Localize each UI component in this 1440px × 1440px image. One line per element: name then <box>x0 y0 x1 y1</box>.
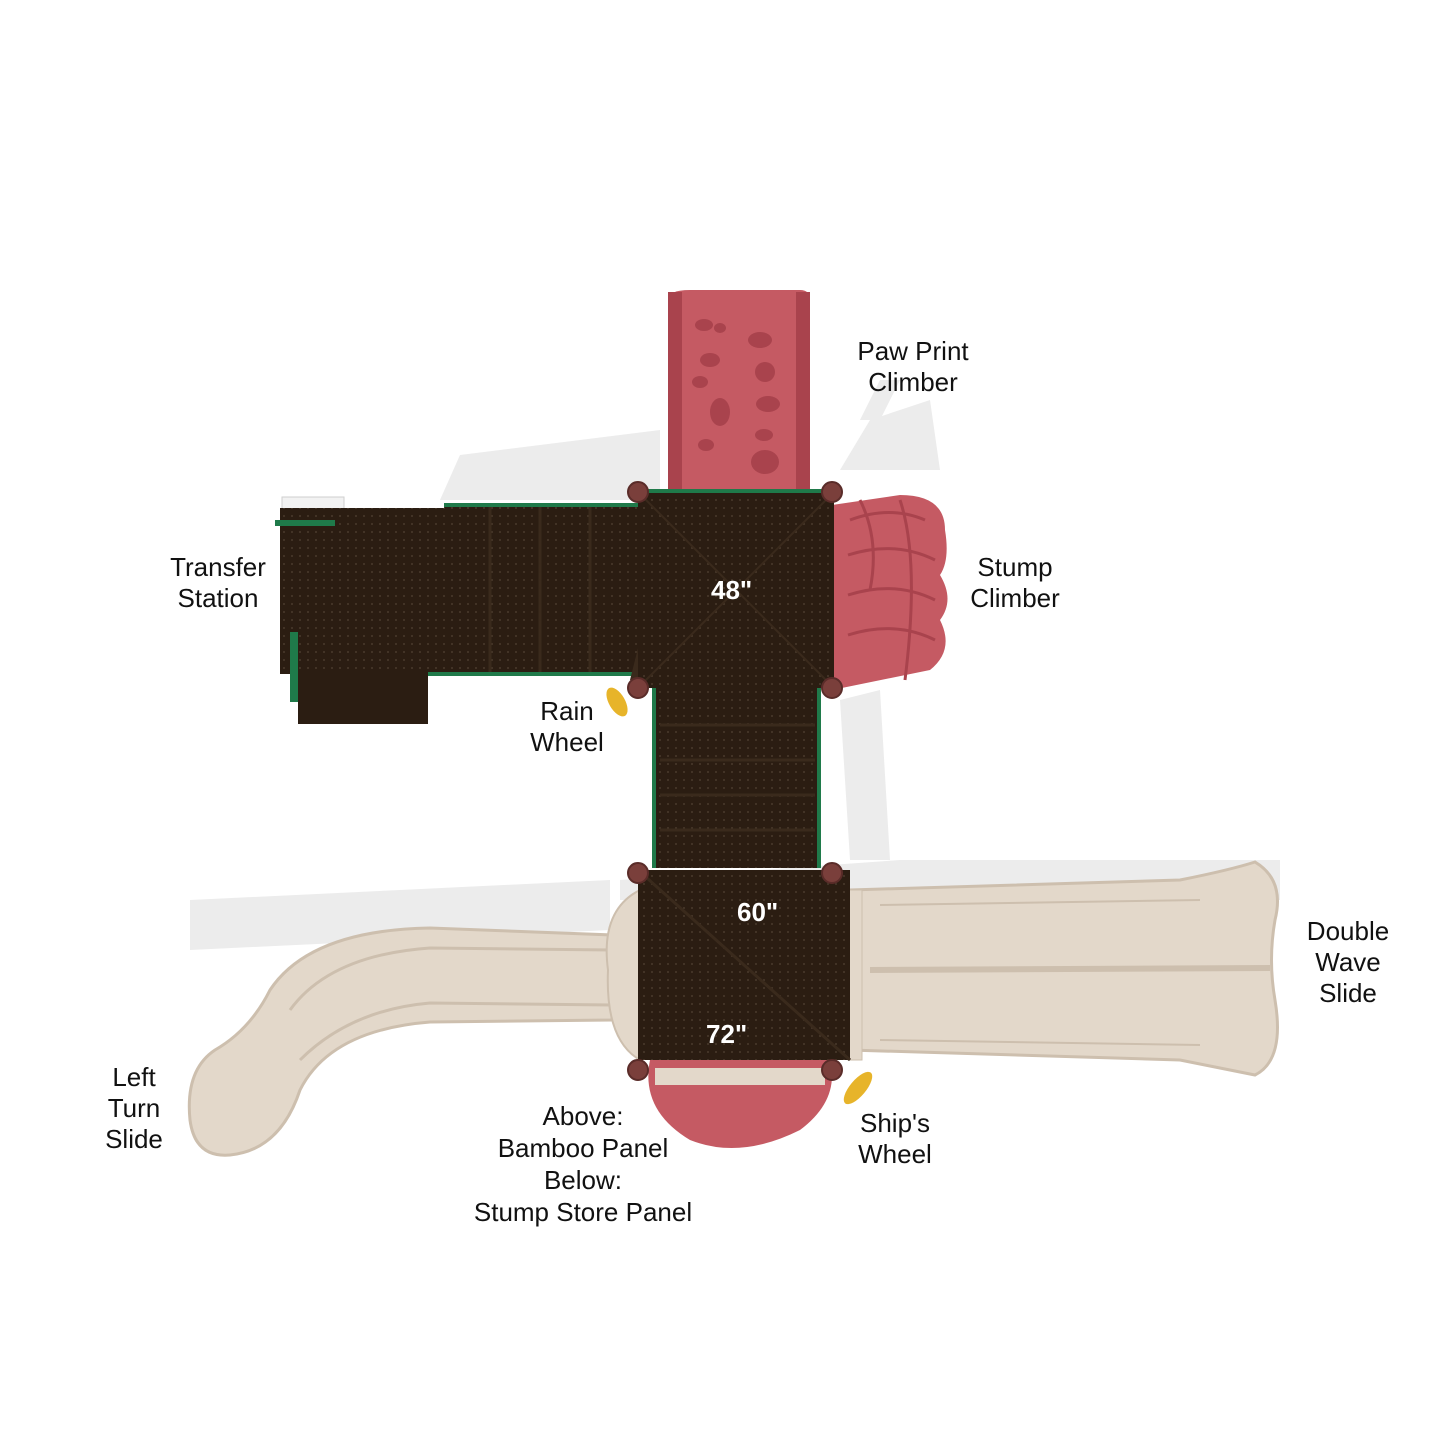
label-bamboo-stump-panel: Above: Bamboo Panel Below: Stump Store P… <box>450 1100 716 1228</box>
label-line: Stump Store Panel <box>473 1197 693 1227</box>
stump-climber <box>832 495 948 690</box>
upper-deck <box>637 489 835 689</box>
label-line: Slide <box>1319 978 1377 1008</box>
connecting-deck <box>428 503 670 680</box>
label-line: Transfer <box>170 552 266 582</box>
label-line: Rain <box>540 696 594 726</box>
label-transfer-station: Transfer Station <box>150 552 286 614</box>
lower-deck <box>605 868 863 1148</box>
label-line: Climber <box>970 583 1060 613</box>
deck-height-upper: 48" <box>711 575 753 605</box>
label-double-wave-slide: Double Wave Slide <box>1290 916 1406 1009</box>
label-stump-climber: Stump Climber <box>950 552 1080 614</box>
label-line: Station <box>177 583 259 613</box>
label-line: Climber <box>868 367 958 397</box>
label-line: Slide <box>105 1124 163 1154</box>
double-wave-slide <box>848 860 1279 1077</box>
left-turn-slide <box>187 926 614 1157</box>
label-left-turn-slide: Left Turn Slide <box>84 1062 184 1155</box>
label-line: Below: <box>543 1165 623 1195</box>
label-line: Ship's <box>859 1108 930 1138</box>
deck-height-lower-left: 72" <box>706 1019 748 1049</box>
label-line: Double <box>1306 916 1390 946</box>
label-line: Paw Print <box>857 336 969 366</box>
post-caps <box>627 481 843 1081</box>
label-line: Stump <box>977 552 1053 582</box>
rain-wheel-icon <box>606 687 628 717</box>
ships-wheel-icon <box>843 1071 873 1105</box>
label-line: Turn <box>107 1093 161 1123</box>
transfer-station <box>275 496 445 724</box>
label-paw-print-climber: Paw Print Climber <box>838 336 988 398</box>
label-line: Wheel <box>858 1139 932 1169</box>
label-ships-wheel: Ship's Wheel <box>840 1108 950 1170</box>
paw-print-climber <box>668 290 810 492</box>
label-line: Wheel <box>530 727 604 757</box>
label-line: Left <box>112 1062 156 1092</box>
stair-bridge <box>652 688 821 868</box>
label-line: Wave <box>1315 947 1381 977</box>
deck-height-lower-right: 60" <box>737 897 779 927</box>
label-rain-wheel: Rain Wheel <box>512 696 622 758</box>
label-line: Bamboo Panel <box>497 1133 669 1163</box>
label-line: Above: <box>542 1101 624 1131</box>
